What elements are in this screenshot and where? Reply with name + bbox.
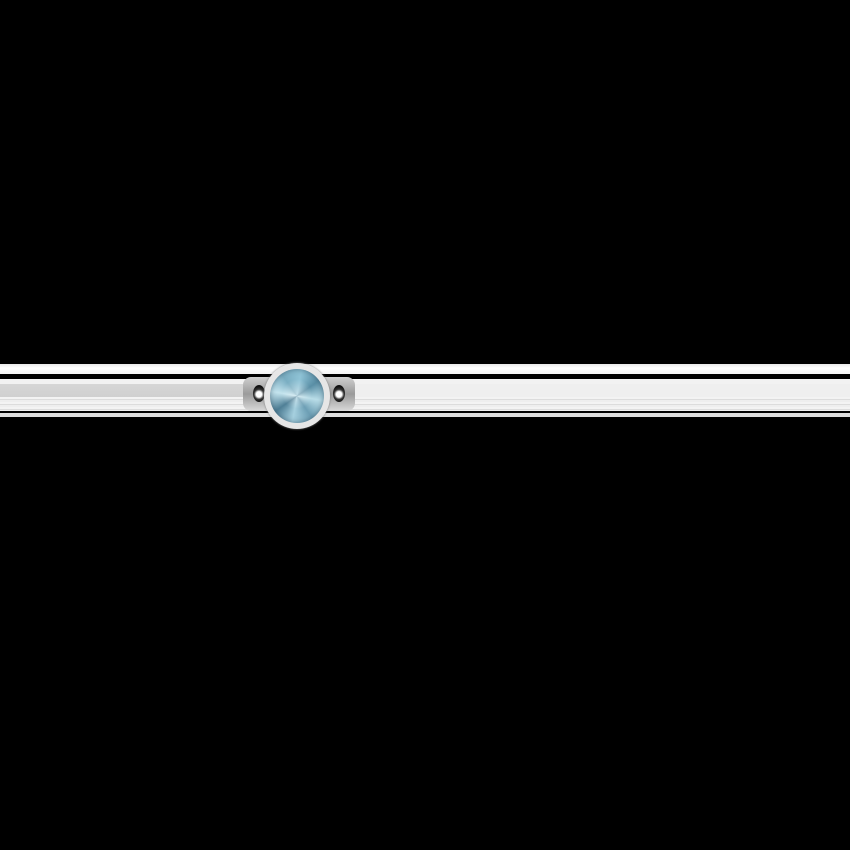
ring-band-highlight xyxy=(0,364,850,374)
ring-band-edge xyxy=(0,379,850,384)
ring-band-bottom-edge xyxy=(0,413,850,417)
ring-band-inner-right xyxy=(330,384,850,397)
shoulder-hole-left xyxy=(253,385,265,402)
shoulder-hole-right xyxy=(333,385,345,402)
blue-gemstone xyxy=(270,369,324,423)
gem-highlight xyxy=(282,379,312,409)
ring-band-lower xyxy=(0,397,850,411)
gem-bezel xyxy=(264,363,330,429)
